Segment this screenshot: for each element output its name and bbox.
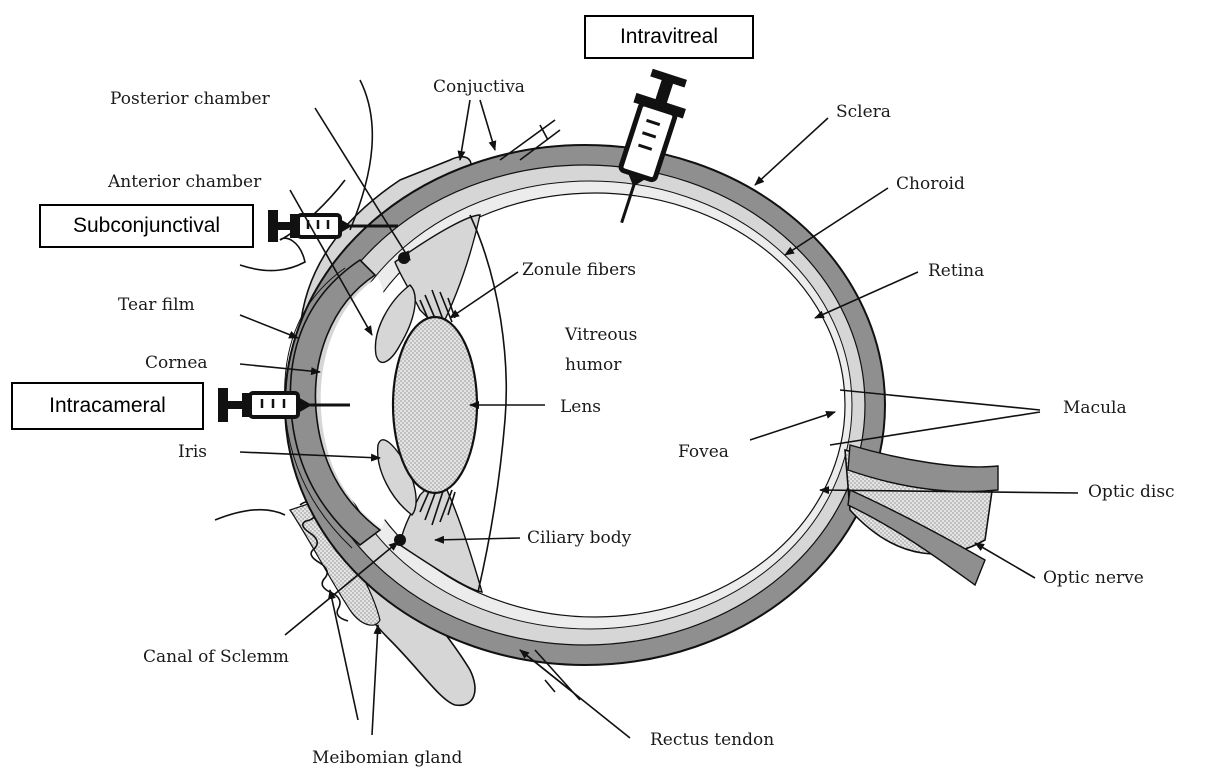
label-fovea: Fovea	[678, 442, 729, 462]
leader-tear-film	[240, 315, 298, 338]
leader-sclera	[755, 118, 828, 185]
leader-conjuctiva-1	[460, 100, 470, 160]
label-tear-film: Tear film	[118, 295, 195, 315]
label-conjuctiva: Conjuctiva	[433, 77, 525, 97]
eyelash-lower	[215, 510, 285, 520]
label-ciliary-body: Ciliary body	[527, 528, 632, 548]
label-choroid: Choroid	[896, 174, 965, 194]
route-box-intravitreal: Intravitreal	[584, 15, 754, 59]
leader-choroid	[785, 188, 888, 255]
label-iris: Iris	[178, 442, 207, 462]
label-retina: Retina	[928, 261, 984, 281]
label-posterior-chamber: Posterior chamber	[110, 89, 271, 109]
leader-conjuctiva-2	[480, 100, 495, 150]
label-optic-disc: Optic disc	[1088, 482, 1175, 502]
label-optic-nerve: Optic nerve	[1043, 568, 1144, 588]
label-lens: Lens	[560, 397, 601, 417]
label-zonule-fibers: Zonule fibers	[522, 260, 636, 280]
leader-meibomian-2	[372, 625, 378, 735]
label-meibomian-gland: Meibomian gland	[312, 748, 462, 768]
lens-shape	[393, 317, 477, 493]
route-box-intracameral: Intracameral	[11, 382, 204, 430]
label-canal-of-sclemm: Canal of Sclemm	[143, 647, 289, 667]
label-vitreous-line2: humor	[565, 355, 622, 375]
route-box-subconjunctival: Subconjunctival	[39, 204, 254, 248]
label-macula: Macula	[1063, 398, 1127, 418]
label-cornea: Cornea	[145, 353, 208, 373]
label-anterior-chamber: Anterior chamber	[107, 172, 262, 192]
label-rectus-tendon: Rectus tendon	[650, 730, 774, 750]
label-vitreous-line1: Vitreous	[564, 325, 637, 345]
label-sclera: Sclera	[836, 102, 891, 122]
